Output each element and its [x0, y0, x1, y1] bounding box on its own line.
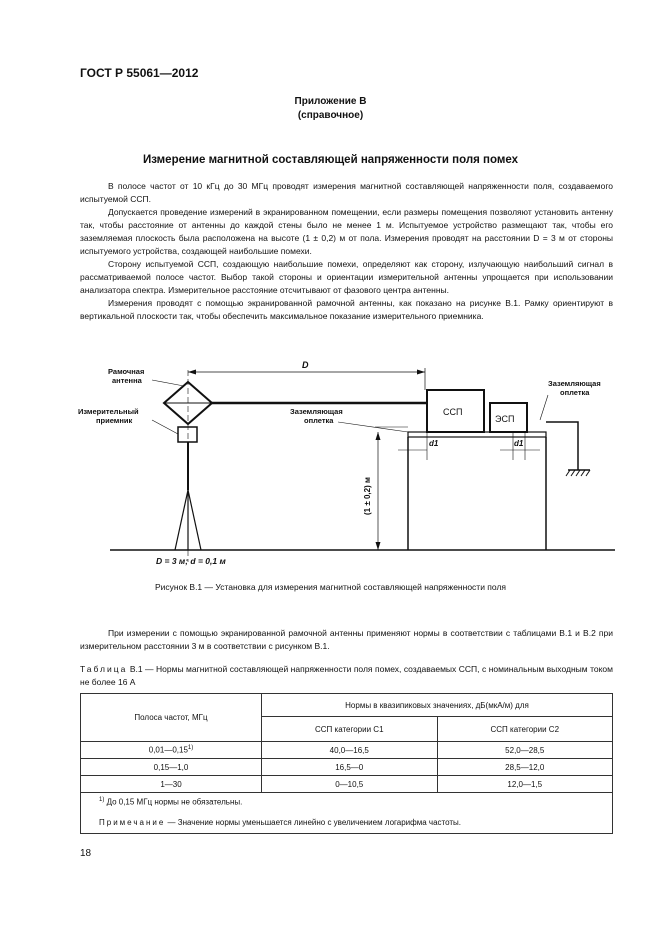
loop-antenna-icon: [162, 380, 214, 426]
cell-c2: 52,0—28,5: [436, 741, 613, 759]
paragraph: Допускается проведение измерений в экран…: [80, 207, 613, 256]
paragraph: Измерения проводят с помощью экранирован…: [80, 298, 613, 321]
section-title: Измерение магнитной составляющей напряже…: [142, 154, 519, 166]
table-row: 0,15—1,0 16,5—0 28,5—12,0: [80, 758, 613, 776]
document-header: ГОСТ Р 55061—2012: [80, 66, 199, 80]
paragraph-after-figure: При измерении с помощью экранированной р…: [80, 628, 613, 651]
paragraph: В полосе частот от 10 кГц до 30 МГц пров…: [80, 181, 613, 204]
header-band: Полоса частот, МГц: [80, 693, 262, 742]
receiver-icon: [177, 426, 198, 443]
label-ssp: ССП: [443, 407, 462, 417]
label-ground-braid: Заземляющая: [548, 379, 601, 388]
table-row: 1—30 0—10,5 12,0—1,5: [80, 775, 613, 793]
label-ground-plane: Заземляющая: [290, 407, 343, 416]
label-receiver: приемник: [96, 416, 132, 425]
label-D: D: [302, 360, 309, 370]
cell-c1: 40,0—16,5: [261, 741, 438, 759]
ground-plane: [407, 431, 547, 438]
label-ground-plane: оплетка: [304, 416, 334, 425]
norms-table: Полоса частот, МГц Нормы в квазипиковых …: [80, 693, 613, 834]
appendix-title: Приложение В: [294, 96, 367, 107]
figure-setup-diagram: D ССП ЭСП d1 d1 (1 ± 0,2) м Рамочная ант…: [78, 360, 615, 566]
label-antenna: антенна: [112, 376, 143, 385]
page-number: 18: [80, 848, 92, 859]
cell-band: 1—30: [80, 775, 262, 793]
label-esp: ЭСП: [495, 414, 514, 424]
header-c2: ССП категории С2: [436, 716, 613, 742]
table-row: 0,01—0,151) 40,0—16,5 52,0—28,5: [80, 741, 613, 759]
table-label: Таблица: [80, 664, 128, 674]
cell-c1: 16,5—0: [261, 758, 438, 776]
header-group: Нормы в квазипиковых значениях, дБ(мкА/м…: [261, 693, 613, 717]
paragraph: Сторону испытуемой ССП, создающую наибол…: [80, 259, 613, 295]
table-note: Примечание — Значение нормы уменьшается …: [80, 811, 613, 834]
label-ground-braid: оплетка: [560, 388, 590, 397]
cell-c2: 12,0—1,5: [436, 775, 613, 793]
table-caption: Таблица В.1 — Нормы магнитной составляющ…: [80, 663, 613, 689]
label-antenna: Рамочная: [108, 367, 144, 376]
cell-band: 0,01—0,151): [80, 741, 262, 759]
header-c1: ССП категории С1: [261, 716, 438, 742]
cell-c2: 28,5—12,0: [436, 758, 613, 776]
cell-c1: 0—10,5: [261, 775, 438, 793]
table-footnote: 1) До 0,15 МГц нормы не обязательны.: [80, 792, 613, 811]
label-receiver: Измерительный: [78, 407, 139, 416]
label-d1: d1: [429, 439, 439, 448]
label-d1: d1: [514, 439, 524, 448]
label-distance: D = 3 м; d = 0,1 м: [156, 556, 226, 566]
body-text: В полосе частот от 10 кГц до 30 МГц пров…: [80, 180, 613, 323]
appendix-subtitle: (справочное): [297, 110, 364, 121]
table-title: В.1 — Нормы магнитной составляющей напря…: [80, 664, 613, 687]
cell-band: 0,15—1,0: [80, 758, 262, 776]
figure-caption: Рисунок В.1 — Установка для измерения ма…: [154, 582, 507, 592]
label-height: (1 ± 0,2) м: [363, 477, 372, 515]
